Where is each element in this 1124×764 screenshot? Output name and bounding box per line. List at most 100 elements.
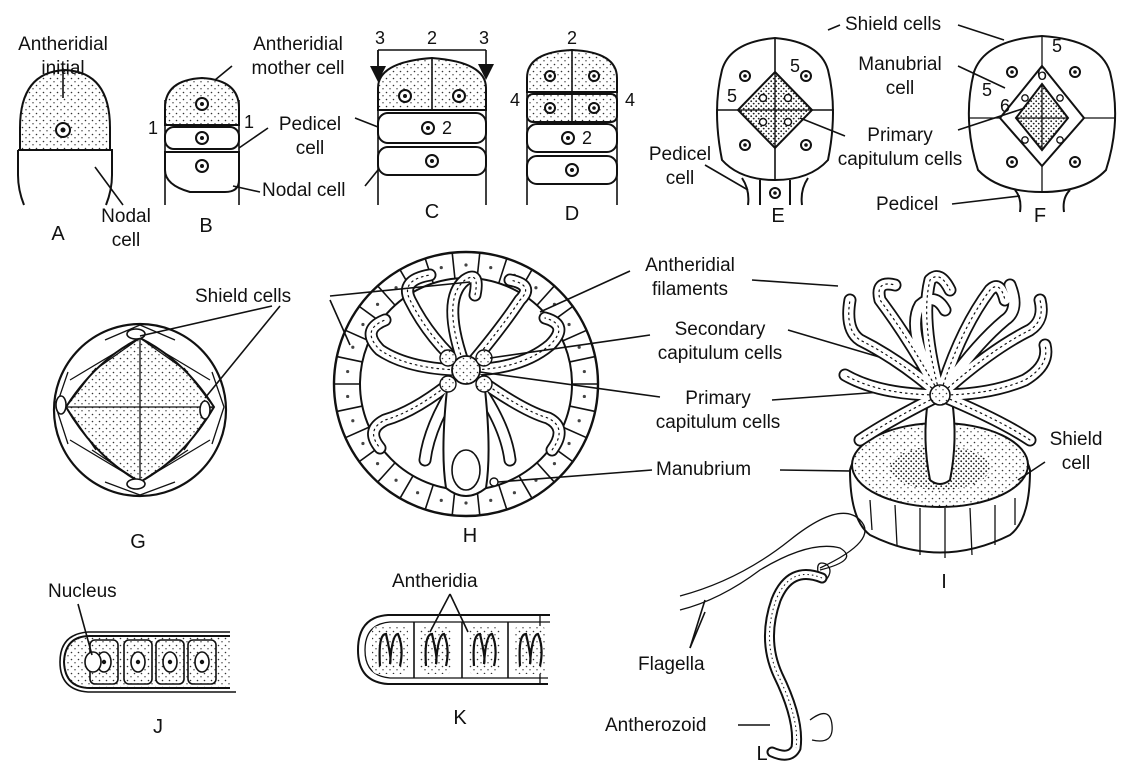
nucleolus-dot — [136, 660, 140, 664]
stage-j-filament: Nucleus J — [48, 581, 236, 738]
division-number-c-cell: 2 — [442, 118, 452, 138]
wall-cell-dot — [534, 286, 537, 289]
label-antheridial-initial-2: initial — [41, 58, 84, 79]
label-antherozoid: Antherozoid — [605, 715, 706, 736]
figure-label-g: G — [130, 531, 146, 553]
division-number-f-top-a: 5 — [1052, 36, 1062, 56]
stage-d-second-divisions: 2 4 4 2 D — [510, 28, 635, 225]
stage-b-mother-cell: Antheridial mother cell 1 1 Pedicel cell… — [148, 34, 345, 237]
division-number-f-left-a: 5 — [982, 80, 992, 100]
stage-f-shield-manubrial: 5 6 5 6 Shield cells Manubrial cell Prim… — [800, 14, 1116, 227]
figure-label-e: E — [771, 205, 784, 227]
label-shield-cells-f: Shield cells — [845, 14, 941, 35]
filament-cells-j — [85, 640, 216, 684]
figure-label-h: H — [463, 525, 477, 547]
stage-e-octant: 5 5 Pedicel cell E — [649, 38, 834, 227]
figure-label-f: F — [1034, 205, 1046, 227]
label-antheridial-initial-1: Antheridial — [18, 34, 108, 55]
figure-label-j: J — [153, 716, 163, 738]
label-antheridial-mother-cell-1: Antheridial — [253, 34, 343, 55]
label-antheridial-filaments-2: filaments — [652, 279, 728, 300]
division-number-b-left: 1 — [148, 118, 158, 138]
division-number-d-cell: 2 — [582, 128, 592, 148]
wall-cell-dot — [346, 370, 349, 373]
svg-text:initial: initial — [41, 58, 84, 79]
label-antheridia: Antheridia — [392, 571, 478, 592]
wall-cell-dot — [376, 462, 379, 465]
label-antheridial-filaments-1: Antheridial — [645, 255, 735, 276]
nucleus-shape — [85, 652, 101, 672]
wall-cell-dot — [346, 395, 349, 398]
figure-label-a: A — [51, 223, 65, 245]
label-manubrial-cell-2: cell — [886, 78, 915, 99]
label-shield-cell-i-2: cell — [1062, 453, 1091, 474]
figure-label-l: L — [756, 743, 767, 764]
label-nodal-cell-a-2: cell — [112, 230, 141, 251]
label-primary-capitulum-cells-h-2: capitulum cells — [656, 412, 781, 433]
division-number-e-left: 5 — [727, 86, 737, 106]
label-pedicel-cell-e-2: cell — [666, 168, 695, 189]
wall-cell-dot — [513, 491, 516, 494]
label-pedicel-cell-b-2: cell — [296, 138, 325, 159]
wall-cell-dot — [361, 323, 364, 326]
wall-cell-dot — [376, 303, 379, 306]
wall-cell-dot — [351, 419, 354, 422]
nucleolus-dot — [168, 660, 172, 664]
wall-cell-dot — [440, 266, 443, 269]
nucleolus-dot — [200, 660, 204, 664]
label-pedicel-cell-b-1: Pedicel — [279, 114, 341, 135]
stage-g-globule-surface: Shield cells G — [54, 286, 291, 553]
label-manubrial-cell-1: Manubrial — [858, 54, 941, 75]
figure-label-i: I — [941, 571, 947, 593]
figure-label-c: C — [425, 201, 439, 223]
label-nucleus: Nucleus — [48, 581, 117, 602]
division-number-d-top: 2 — [567, 28, 577, 48]
wall-cell-dot — [489, 499, 492, 502]
stage-i-manubrium-capitulum: Shield cell I — [845, 277, 1102, 593]
wall-cell-dot — [351, 346, 354, 349]
division-number-d-right: 4 — [625, 90, 635, 110]
wall-cell-dot — [489, 266, 492, 269]
wall-cell-dot — [578, 419, 581, 422]
wall-cell-dot — [394, 479, 397, 482]
figure-label-k: K — [453, 707, 467, 729]
wall-cell-dot — [361, 442, 364, 445]
wall-cell-dot — [464, 501, 467, 504]
label-secondary-capitulum-cells-1: Secondary — [675, 319, 766, 340]
figure-label-d: D — [565, 203, 579, 225]
label-flagella: Flagella — [638, 654, 705, 675]
wall-cell-dot — [583, 370, 586, 373]
division-number-c-left: 3 — [375, 28, 385, 48]
stage-a-antheridial-initial: Antheridial initial Nodal cell A — [18, 34, 151, 251]
figure-label-b: B — [199, 215, 212, 237]
wall-cell-dot — [440, 499, 443, 502]
label-primary-capitulum-cells-h-1: Primary — [685, 388, 751, 409]
label-nodal-cell-b: Nodal cell — [262, 180, 345, 201]
division-number-d-left: 4 — [510, 90, 520, 110]
label-pedicel-f: Pedicel — [876, 194, 938, 215]
label-shield-cells-g: Shield cells — [195, 286, 291, 307]
label-secondary-capitulum-cells-2: capitulum cells — [658, 343, 783, 364]
division-number-e-top: 5 — [790, 56, 800, 76]
label-nodal-cell-a-1: Nodal — [101, 206, 151, 227]
stage-k-filament-antheridia: Antheridia K — [358, 571, 550, 729]
nucleolus-dot — [102, 660, 106, 664]
label-shield-cell-i-1: Shield — [1050, 429, 1103, 450]
label-antheridial-mother-cell-2: mother cell — [252, 58, 345, 79]
label-pedicel-cell-e-1: Pedicel — [649, 144, 711, 165]
label-primary-capitulum-cells-ef-1: Primary — [867, 125, 933, 146]
wall-cell-dot — [553, 462, 556, 465]
wall-cell-dot — [567, 323, 570, 326]
division-number-c-mid: 2 — [427, 28, 437, 48]
svg-text:Antheridial: Antheridial — [18, 34, 108, 55]
stage-c-first-divisions: 3 2 3 2 C — [355, 28, 489, 223]
wall-cell-dot — [583, 395, 586, 398]
division-number-c-right: 3 — [479, 28, 489, 48]
division-number-b-right: 1 — [244, 112, 254, 132]
wall-cell-dot — [567, 442, 570, 445]
wall-cell-dot — [464, 263, 467, 266]
wall-cell-dot — [416, 491, 419, 494]
label-primary-capitulum-cells-ef-2: capitulum cells — [838, 149, 963, 170]
stage-l-antherozoid: Flagella Antherozoid L — [605, 513, 865, 764]
